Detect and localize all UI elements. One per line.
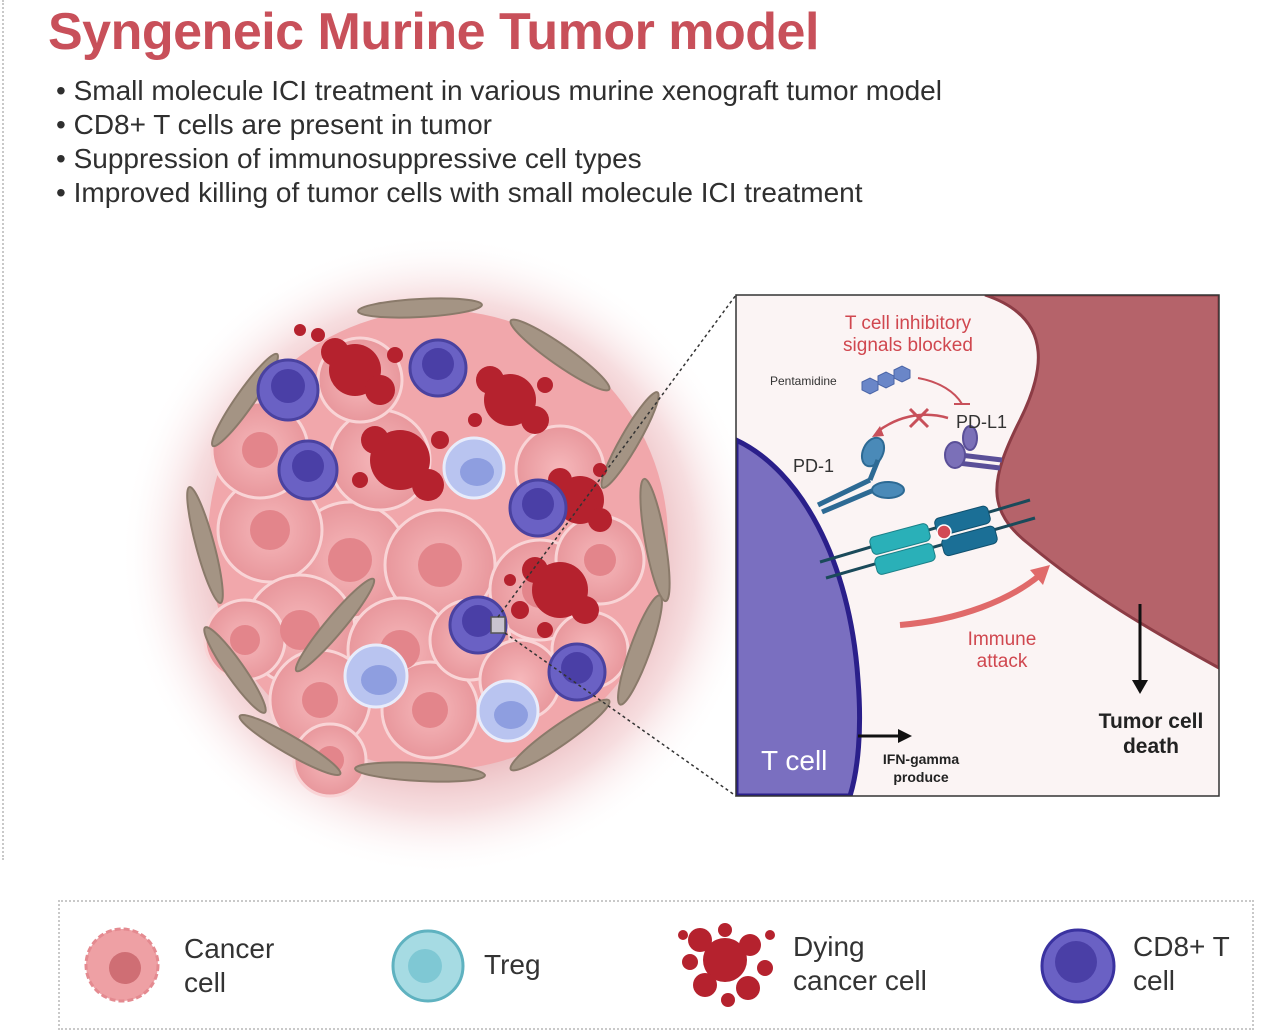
legend-icons <box>84 923 1116 1007</box>
treg-cell <box>476 679 540 743</box>
bullet-item: CD8+ T cells are present in tumor <box>56 108 942 142</box>
inset-border <box>735 294 1220 797</box>
cancer-nuclei <box>230 432 616 774</box>
blocked-label-line1: T cell inhibitory <box>845 313 972 334</box>
blocked-label-line2: signals blocked <box>843 335 973 356</box>
attack-label-line2: attack <box>977 651 1028 672</box>
pentamidine-molecule-icon <box>861 365 911 395</box>
inset-panel: T cell inhibitory signals blocked Pentam… <box>735 294 1220 797</box>
blocked-cross-icon <box>908 407 930 429</box>
t-cell-membrane <box>736 437 863 796</box>
zoom-line-top <box>497 294 737 618</box>
legend-treg-label: Treg <box>484 949 541 980</box>
legend-cd8-label: CD8+ T cell <box>1133 931 1230 996</box>
cd8-t-cell <box>408 338 468 398</box>
tcell-label: T cell <box>761 745 827 776</box>
page-title: Syngeneic Murine Tumor model <box>48 3 819 61</box>
zoom-box <box>490 616 506 634</box>
dying-cell-cluster <box>468 366 553 434</box>
pdl1-ligand <box>944 425 1003 471</box>
ifn-label-line2: produce <box>893 769 948 785</box>
pdl1-label: PD-L1 <box>956 412 1007 432</box>
blocked-interaction-arrow <box>876 413 949 433</box>
death-label-line1: Tumor cell <box>1099 710 1204 733</box>
pd1-receptor <box>816 436 905 515</box>
attack-label-line1: Immune <box>968 629 1037 650</box>
pd1-label: PD-1 <box>793 456 834 476</box>
treg-cells <box>343 436 540 743</box>
dying-cancer-cells <box>294 324 612 638</box>
legend-dying-label: Dying cancer cell <box>793 931 927 996</box>
cd8-t-cell <box>277 439 339 501</box>
bullet-list: Small molecule ICI treatment in various … <box>56 74 942 210</box>
legend-treg-icon <box>391 929 465 1003</box>
legend-box: Cancer cell Treg Dying cancer cell CD8+ … <box>58 900 1254 1030</box>
inhibit-arrow <box>917 377 963 405</box>
immune-attack-arrow <box>899 572 1042 628</box>
cd8-t-cell <box>547 642 607 702</box>
tumor-mass <box>120 235 760 875</box>
treg-cell <box>442 436 506 500</box>
legend-dying-cell-icon <box>678 923 775 1007</box>
page-left-border <box>2 0 4 860</box>
legend-cancer-cell-icon <box>84 927 160 1003</box>
ifn-label-line1: IFN-gamma <box>883 751 959 767</box>
tcr-mhc-complex <box>819 498 1036 580</box>
drug-label: Pentamidine <box>770 374 837 388</box>
cd8-t-cell <box>448 595 508 655</box>
cd8-t-cell <box>256 358 320 422</box>
stromal-cells <box>186 297 671 783</box>
legend-cancer-label: Cancer cell <box>184 933 275 998</box>
bullet-item: Suppression of immunosuppressive cell ty… <box>56 142 942 176</box>
legend-cd8-icon <box>1040 928 1116 1004</box>
dying-cell-cluster <box>352 426 449 501</box>
treg-cell <box>343 643 409 709</box>
bullet-item: Improved killing of tumor cells with sma… <box>56 176 942 210</box>
zoom-line-bottom <box>504 632 737 797</box>
bullet-item: Small molecule ICI treatment in various … <box>56 74 942 108</box>
dying-cell-cluster <box>294 324 403 405</box>
cd8-t-cells <box>256 338 607 702</box>
death-label-line2: death <box>1123 735 1179 758</box>
cd8-t-cell <box>508 478 568 538</box>
